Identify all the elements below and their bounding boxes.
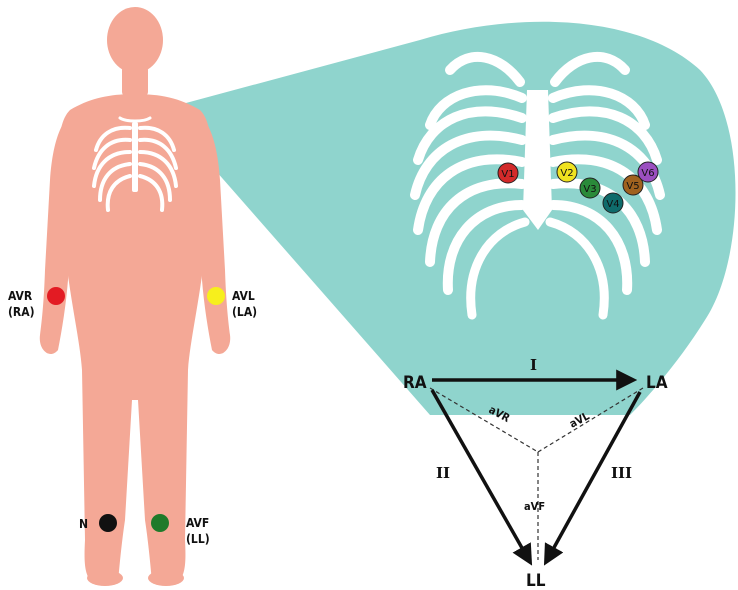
electrode-v4: V4 — [603, 193, 623, 213]
zoom-callout — [160, 22, 736, 415]
electrode-avl-sublabel: (LA) — [232, 305, 257, 319]
electrode-v1: V1 — [498, 163, 518, 183]
electrode-v2: V2 — [557, 162, 577, 182]
vertex-ra-label: RA — [403, 373, 427, 393]
electrode-avf-label: AVF — [186, 516, 209, 530]
lead-i-label: I — [530, 356, 537, 374]
electrode-v4-label: V4 — [606, 199, 619, 210]
electrode-avf-sublabel: (LL) — [186, 532, 210, 546]
electrode-v1-label: V1 — [501, 169, 514, 180]
lead-avf-label: aVF — [524, 500, 545, 513]
electrode-avr-sublabel: (RA) — [8, 305, 35, 319]
electrode-v3-label: V3 — [583, 184, 596, 195]
vertex-ll-label: LL — [526, 571, 546, 590]
electrode-v5-label: V5 — [626, 181, 639, 192]
electrode-v6: V6 — [638, 162, 658, 182]
electrode-v3: V3 — [580, 178, 600, 198]
lead-iii-label: III — [611, 464, 632, 482]
vertex-la-label: LA — [646, 373, 668, 393]
electrode-avl-label: AVL — [232, 289, 255, 303]
electrode-v2-label: V2 — [560, 168, 573, 179]
electrode-v6-label: V6 — [641, 168, 654, 179]
electrode-n-label: N — [79, 517, 88, 531]
lead-ii-label: II — [436, 464, 450, 482]
body-silhouette — [40, 7, 230, 586]
electrode-avr-label: AVR — [8, 289, 33, 303]
